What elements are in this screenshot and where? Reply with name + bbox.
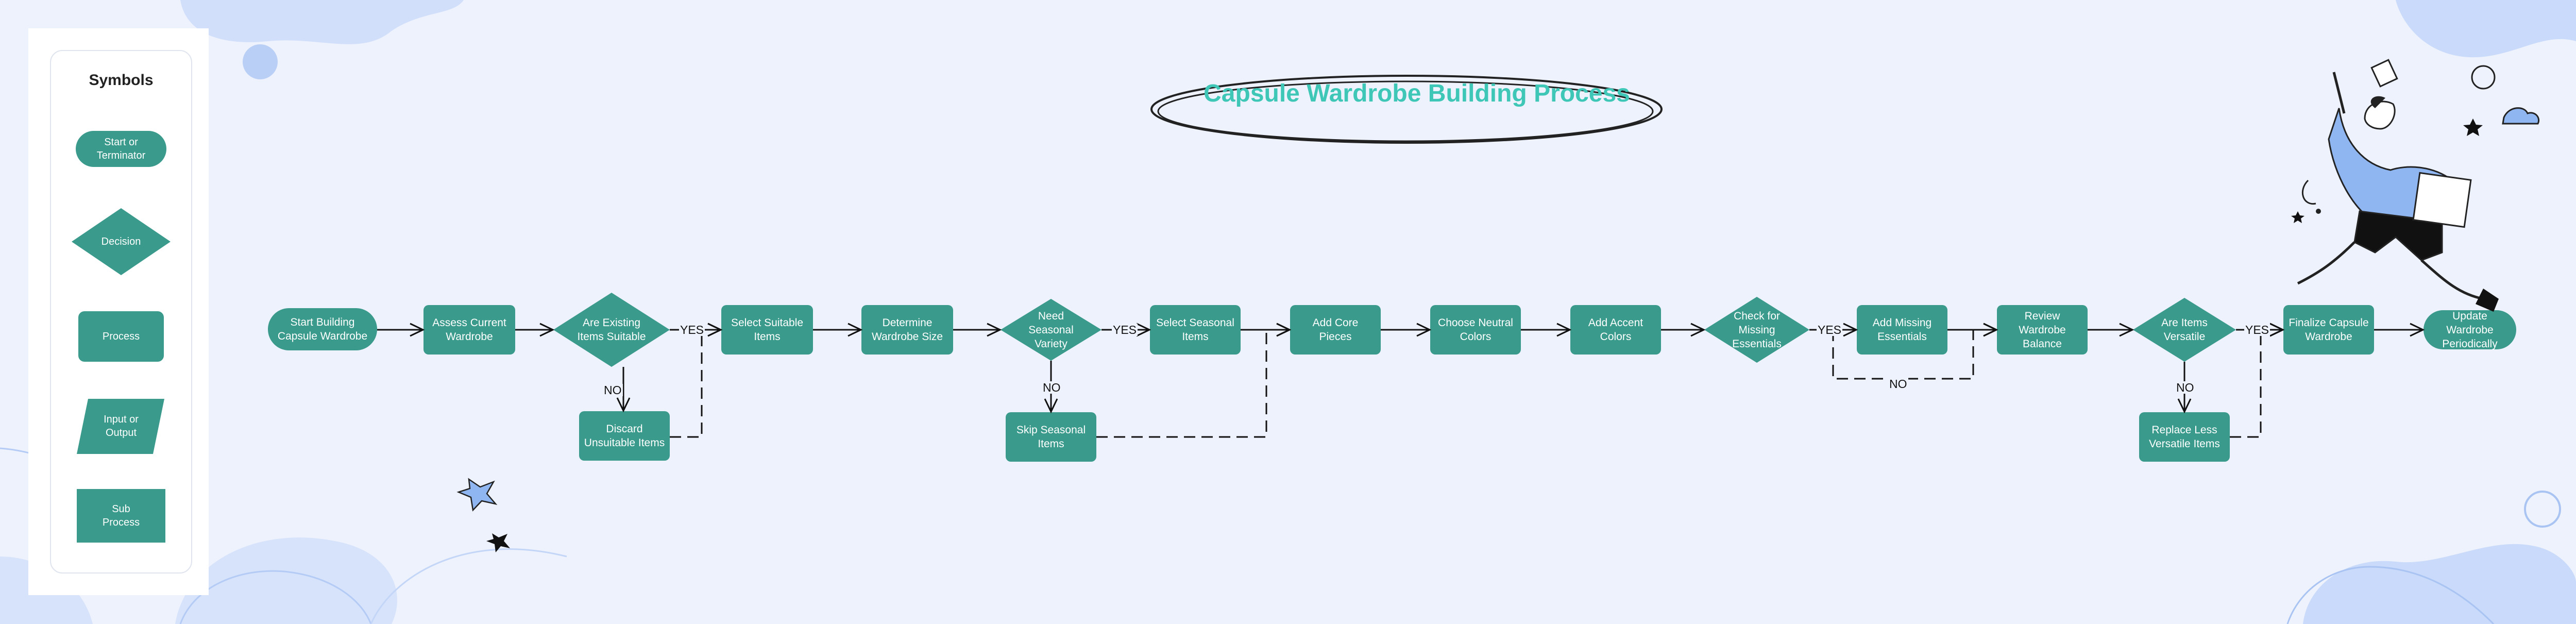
edge-label-yes: YES: [1112, 323, 1138, 336]
node-select-suitable: Select Suitable Items: [731, 317, 804, 343]
node-replace: Replace Less Versatile Items: [2149, 424, 2220, 450]
node-core: Add Core Pieces: [1312, 317, 1359, 343]
edge-label-no: NO: [1042, 381, 1062, 394]
edge-label-no: NO: [1888, 377, 1908, 391]
edge-label-no: NO: [603, 383, 623, 397]
node-size: Determine Wardrobe Size: [871, 317, 943, 343]
node-skip-seasonal-shape: [1006, 412, 1096, 462]
node-seasonal-q: Need Seasonal Variety: [1028, 310, 1074, 350]
node-discard-shape: [579, 411, 670, 461]
legend-label-terminator: Start or Terminator: [96, 137, 146, 161]
person-illustration: [2291, 59, 2539, 312]
node-neutral-shape: [1430, 305, 1521, 355]
node-review-shape: [1997, 305, 2088, 355]
edge-label-no: NO: [2175, 381, 2195, 394]
node-select-suitable-shape: [721, 305, 813, 355]
legend-terminator-shape: [76, 131, 166, 167]
node-start-shape: [268, 308, 377, 350]
node-size-shape: [861, 305, 953, 355]
legend-subprocess-shape: [77, 489, 165, 543]
node-finalize: Finalize Capsule Wardrobe: [2289, 317, 2369, 343]
node-skip-seasonal: Skip Seasonal Items: [1016, 424, 1086, 450]
node-add-missing-shape: [1857, 305, 1947, 355]
node-accent: Add Accent Colors: [1588, 317, 1643, 343]
node-review: Review Wardrobe Balance: [2019, 310, 2066, 350]
symbols-legend: Symbols Start or Terminator Decision Pro…: [28, 28, 209, 595]
node-core-shape: [1290, 305, 1381, 355]
legend-io-shape: [77, 399, 164, 454]
star-icon: [456, 478, 498, 512]
legend-process-shape: [78, 311, 164, 362]
node-add-missing: Add Missing Essentials: [1872, 317, 1932, 343]
legend-panel: Symbols Start or Terminator Decision Pro…: [50, 50, 192, 574]
node-suitable-shape: [553, 293, 670, 367]
legend-label-decision: Decision: [101, 236, 141, 247]
edge-discard-select: [670, 330, 720, 438]
node-select-seasonal: Select Seasonal Items: [1156, 317, 1234, 343]
node-update: Update Wardrobe Periodically: [2442, 310, 2498, 349]
node-assess: Assess Current Wardrobe: [432, 317, 506, 343]
legend-label-subprocess: Sub Process: [102, 503, 140, 528]
legend-label-io: Input or Output: [104, 414, 139, 439]
edge-label-yes: YES: [2244, 323, 2270, 336]
legend-decision-shape: [72, 208, 171, 275]
node-finalize-shape: [2283, 305, 2374, 355]
node-start: Start Building Capsule Wardrobe: [277, 316, 368, 342]
node-suitable: Are Existing Items Suitable: [577, 317, 646, 343]
legend-title: Symbols: [89, 72, 154, 89]
node-update-shape: [2424, 310, 2516, 349]
edge-replace-finalize: [2230, 330, 2282, 438]
node-missing-q: Check for Missing Essentials: [1732, 310, 1782, 350]
star-icon-dark: [486, 533, 510, 552]
node-missing-q-shape: [1704, 297, 1809, 363]
legend-label-process: Process: [102, 331, 140, 342]
node-versatile-q-shape: [2133, 298, 2236, 362]
edge-label-yes: YES: [1817, 323, 1843, 336]
node-discard: Discard Unsuitable Items: [584, 423, 665, 449]
node-select-seasonal-shape: [1150, 305, 1241, 355]
node-accent-shape: [1570, 305, 1661, 355]
edge-label-yes: YES: [679, 323, 705, 336]
legend-shapes: [72, 131, 171, 543]
title-ellipse: [1150, 75, 1663, 144]
node-assess-shape: [423, 305, 515, 355]
page-title: Capsule Wardrobe Building Process: [1204, 80, 1630, 107]
node-neutral: Choose Neutral Colors: [1438, 317, 1513, 343]
node-seasonal-q-shape: [1001, 299, 1101, 361]
node-versatile-q: Are Items Versatile: [2161, 317, 2208, 343]
node-replace-shape: [2139, 412, 2230, 462]
